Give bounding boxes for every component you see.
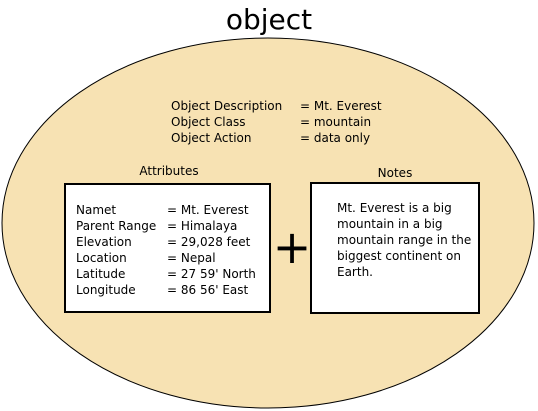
attribute-value: = 27 59' North [167,267,256,281]
attribute-label: Elevation [76,235,132,249]
diagram-title: object [225,3,313,36]
object-action-label: Object Action [171,131,252,145]
attributes-heading: Attributes [139,164,199,178]
notes-box: Mt. Everest is a big mountain in a big m… [310,182,480,314]
notes-heading: Notes [377,166,413,180]
object-class-value: = mountain [300,115,372,129]
object-action-value: = data only [300,131,371,145]
attribute-label: Parent Range [76,219,157,233]
attribute-label: Location [76,251,127,265]
attributes-box: Namet = Mt. Everest Parent Range = Himal… [64,183,271,313]
attribute-label: Longitude [76,283,136,297]
attribute-value: = 86 56' East [167,283,249,297]
attribute-label: Latitude [76,267,126,281]
plus-icon: + [272,220,312,274]
notes-text: Mt. Everest is a big mountain in a big m… [337,201,472,279]
attribute-label: Namet [76,203,117,217]
object-description-value: = Mt. Everest [300,99,382,113]
object-description-label: Object Description [171,99,283,113]
attribute-value: = Mt. Everest [167,203,249,217]
object-class-label: Object Class [171,115,246,129]
attribute-value: = Nepal [167,251,216,265]
attribute-value: = Himalaya [167,219,238,233]
attribute-value: = 29,028 feet [167,235,251,249]
